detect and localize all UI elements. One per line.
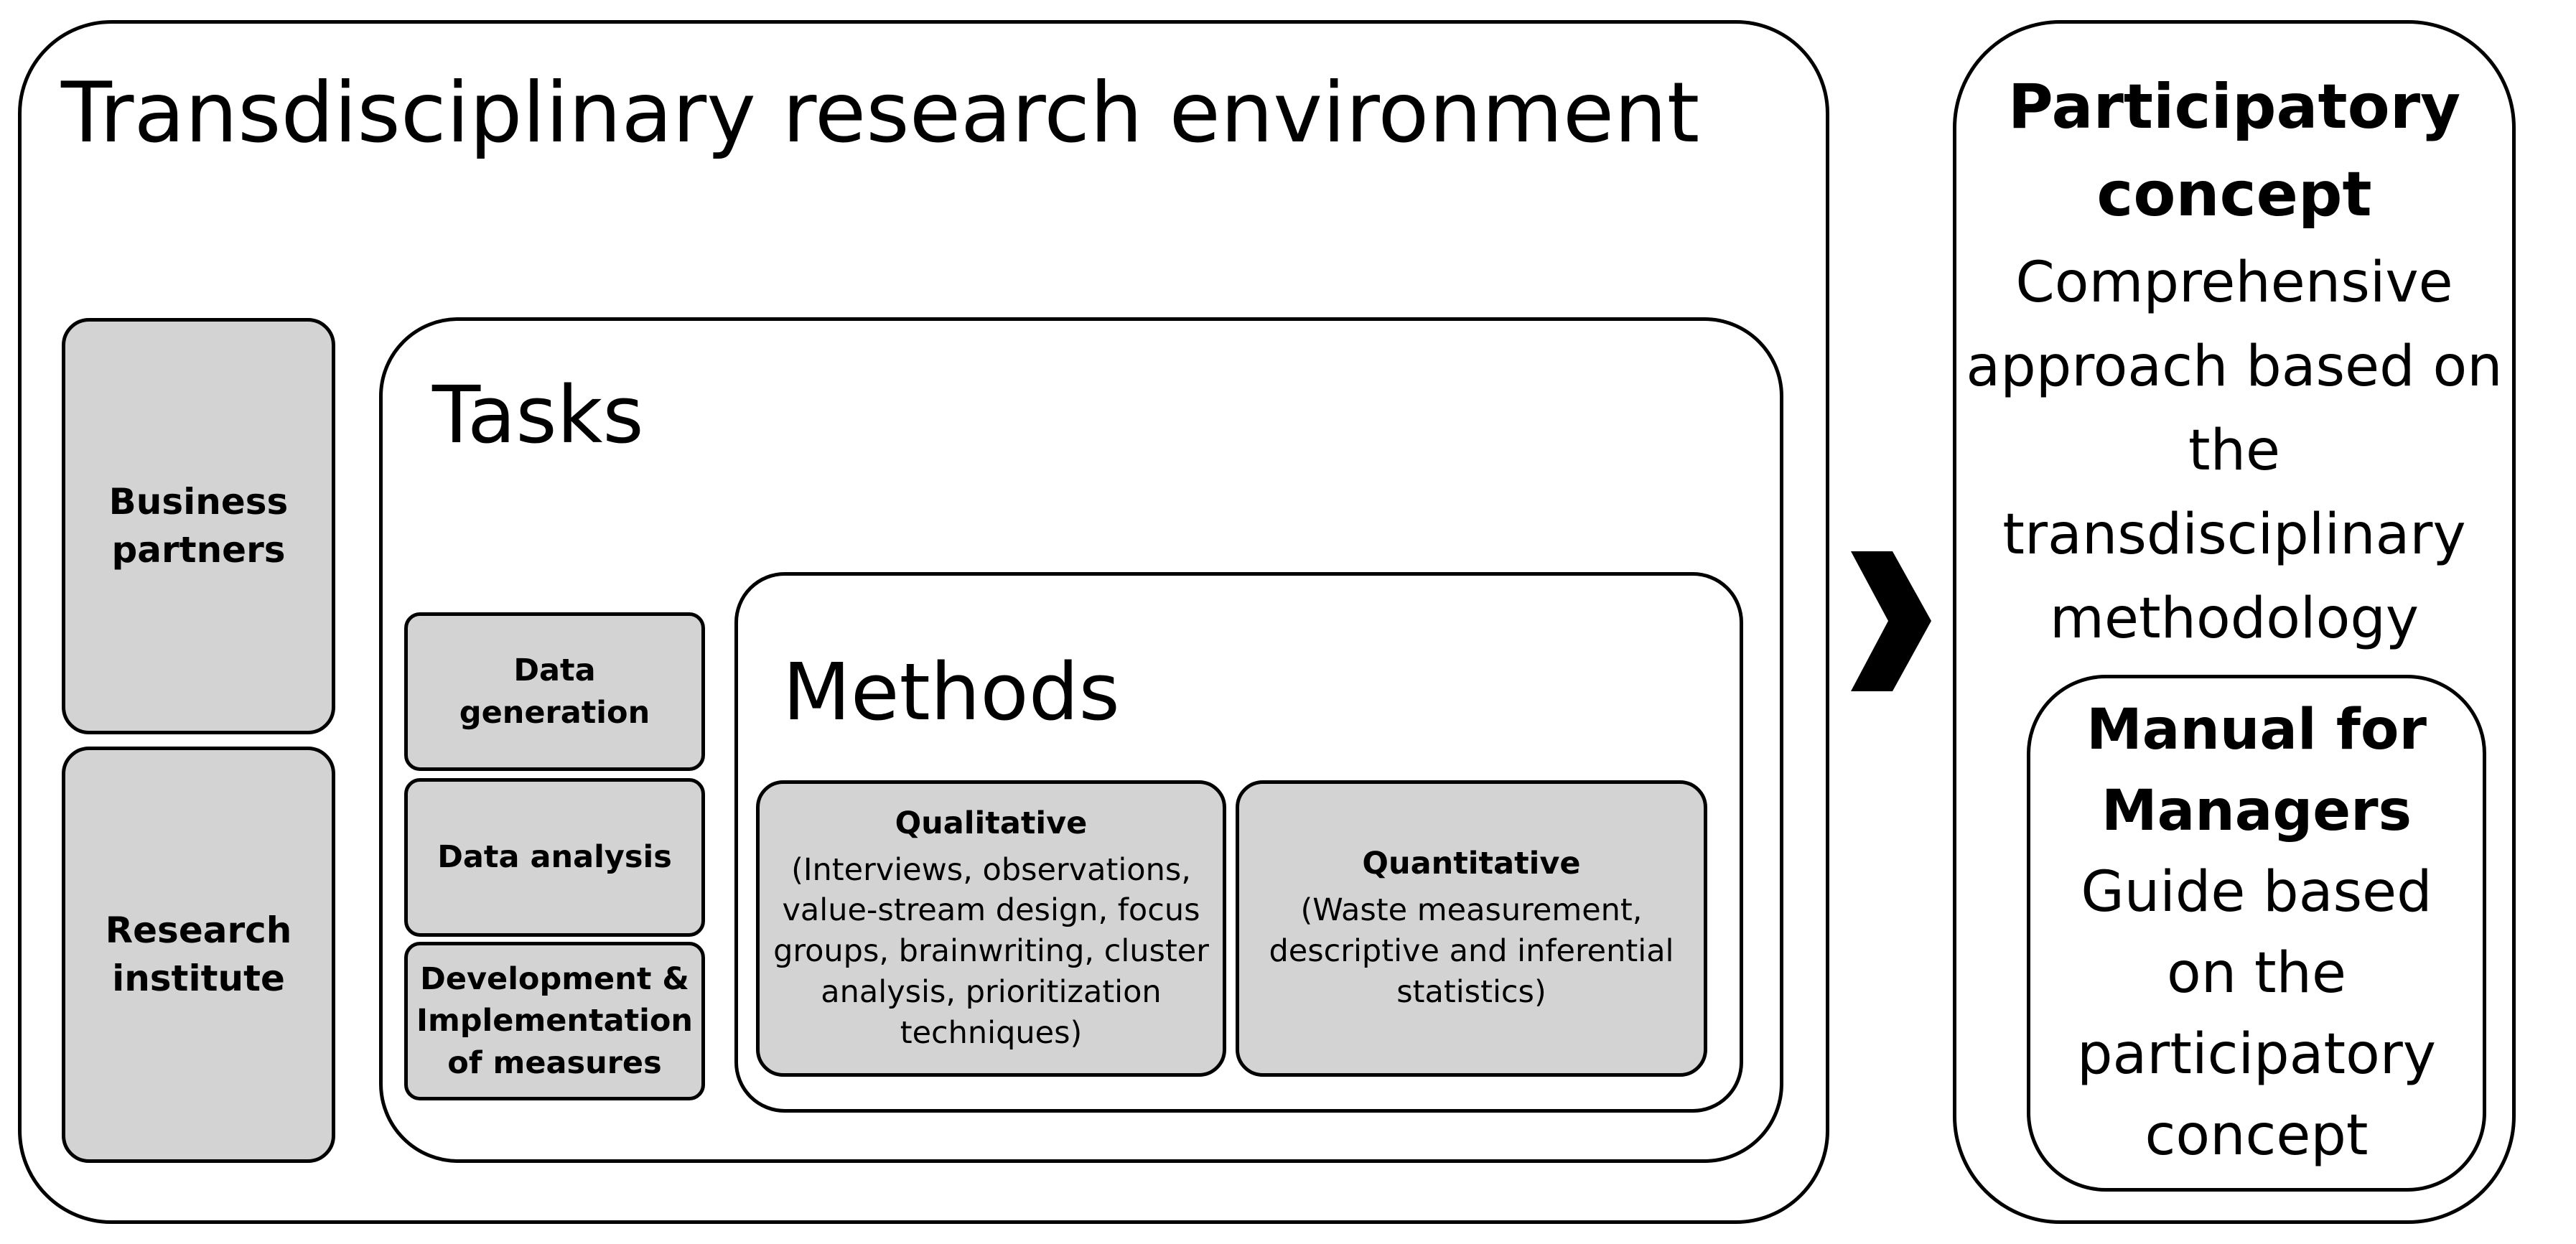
manual-box: Manual for Managers Guide based on the p… — [2027, 675, 2486, 1192]
chevron-right-icon — [1851, 551, 1931, 691]
manual-description: Guide based on the participatory concept — [2076, 859, 2437, 1169]
actor-research-institute: Research institute — [62, 747, 335, 1163]
method-quantitative: Quantitative (Waste measurement, descrip… — [1236, 780, 1707, 1077]
participatory-concept-title: Participatory concept — [2007, 71, 2461, 231]
method-qualitative-description: (Interviews, observations, value-stream … — [773, 851, 1209, 1051]
task-label: Data analysis — [437, 839, 672, 876]
task-label: Data generation — [459, 653, 650, 731]
participatory-concept-description: Comprehensive approach based on the tran… — [1966, 251, 2503, 652]
task-development-implementation: Development & Implementation of measures — [404, 942, 705, 1100]
tasks-title: Tasks — [432, 369, 644, 461]
methods-title: Methods — [783, 646, 1120, 738]
method-quantitative-title: Quantitative — [1362, 846, 1581, 882]
actor-business-partners: Business partners — [62, 318, 335, 734]
manual-title: Manual for Managers — [2086, 697, 2427, 843]
method-qualitative: Qualitative (Interviews, observations, v… — [756, 780, 1226, 1077]
actor-label: Research institute — [105, 909, 292, 1000]
task-label: Development & Implementation of measures — [416, 961, 694, 1081]
method-qualitative-title: Qualitative — [895, 805, 1088, 841]
method-quantitative-description: (Waste measurement, descriptive and infe… — [1269, 892, 1674, 1010]
task-data-generation: Data generation — [404, 612, 705, 771]
research-environment-title: Transdisciplinary research environment — [61, 65, 1700, 162]
actor-label: Business partners — [108, 480, 289, 571]
task-data-analysis: Data analysis — [404, 778, 705, 937]
participatory-concept-content: Participatory concept Comprehensive appr… — [1953, 63, 2516, 661]
